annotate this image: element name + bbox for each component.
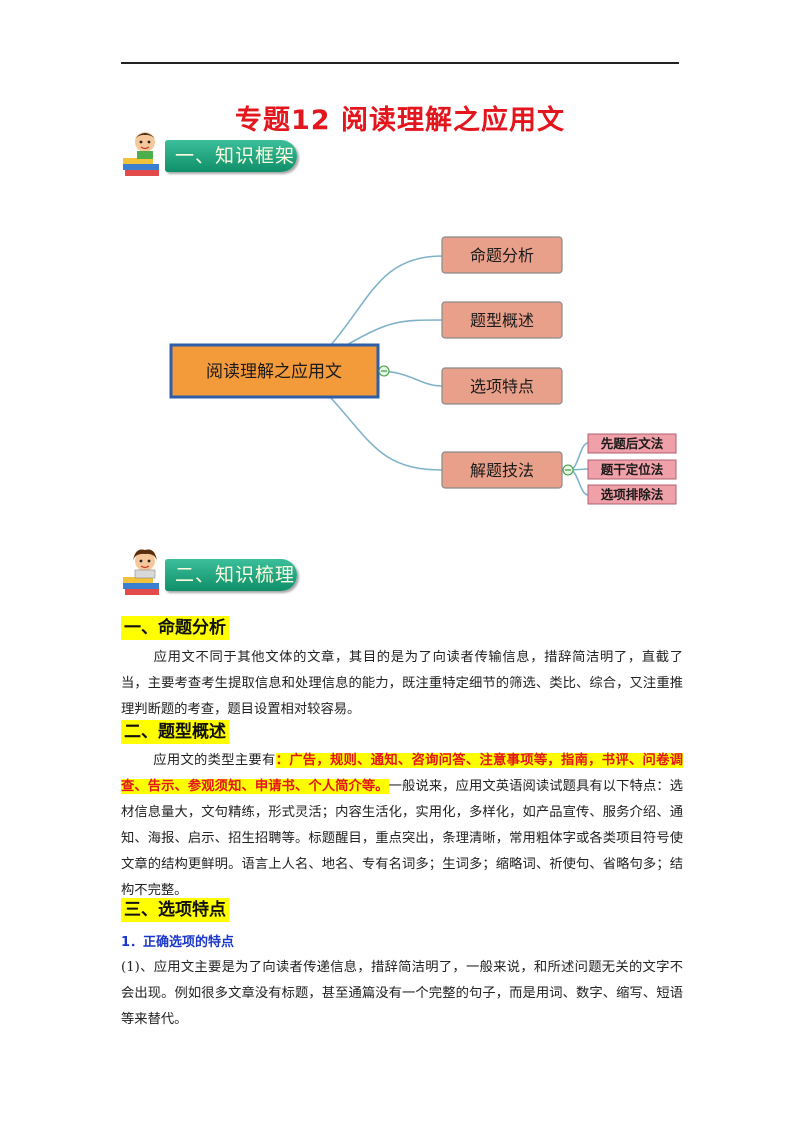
branch-node-analysis: 命题分析 bbox=[441, 236, 563, 274]
svg-text:命题分析: 命题分析 bbox=[470, 246, 534, 265]
page-title: 专题12 阅读理解之应用文 bbox=[235, 105, 565, 136]
collapse-toggle-icon[interactable] bbox=[378, 365, 390, 377]
child-reading-icon bbox=[123, 549, 159, 595]
paragraph-analysis: 应用文不同于其他文体的文章，其目的是为了向读者传输信息，措辞简洁明了，直截了当，… bbox=[121, 650, 683, 717]
svg-text:选项排除法: 选项排除法 bbox=[601, 487, 664, 502]
sub-node-elimination: 选项排除法 bbox=[587, 484, 677, 505]
sub-node-question-first: 先题后文法 bbox=[587, 433, 677, 454]
section-heading-overview: 二、题型概述 bbox=[121, 720, 229, 744]
banner-label: 二、知识梳理 bbox=[165, 559, 297, 591]
section-banner-review: 二、知识梳理 bbox=[121, 547, 311, 599]
svg-text:选项特点: 选项特点 bbox=[470, 377, 534, 396]
sub-node-stem-locate: 题干定位法 bbox=[587, 459, 677, 480]
section-banner-framework: 一、知识框架 bbox=[121, 128, 311, 180]
paragraph-options: (1)、应用文主要是为了向读者传递信息，措辞简洁明了，一般来说，和所述问题无关的… bbox=[121, 960, 683, 1027]
svg-text:题型概述: 题型概述 bbox=[470, 311, 534, 330]
branch-node-overview: 题型概述 bbox=[441, 301, 563, 339]
banner-label: 一、知识框架 bbox=[165, 140, 297, 172]
branch-node-techniques: 解题技法 bbox=[441, 451, 563, 489]
header-rule bbox=[121, 62, 679, 64]
section-heading-analysis: 一、命题分析 bbox=[121, 616, 229, 640]
section-heading-options: 三、选项特点 bbox=[121, 898, 229, 922]
paragraph-overview: 应用文的类型主要有：广告，规则、通知、咨询问答、注意事项等，指南，书评、问卷调查… bbox=[121, 753, 684, 898]
sub-heading-correct-options: 1．正确选项的特点 bbox=[121, 935, 235, 950]
svg-text:解题技法: 解题技法 bbox=[470, 461, 534, 480]
svg-text:题干定位法: 题干定位法 bbox=[601, 462, 664, 477]
collapse-toggle-icon[interactable] bbox=[562, 464, 574, 476]
svg-text:先题后文法: 先题后文法 bbox=[601, 436, 664, 451]
branch-node-options: 选项特点 bbox=[441, 367, 563, 405]
child-reading-icon bbox=[123, 132, 159, 176]
mind-map-root: 阅读理解之应用文 bbox=[169, 343, 380, 399]
root-label: 阅读理解之应用文 bbox=[206, 362, 342, 382]
